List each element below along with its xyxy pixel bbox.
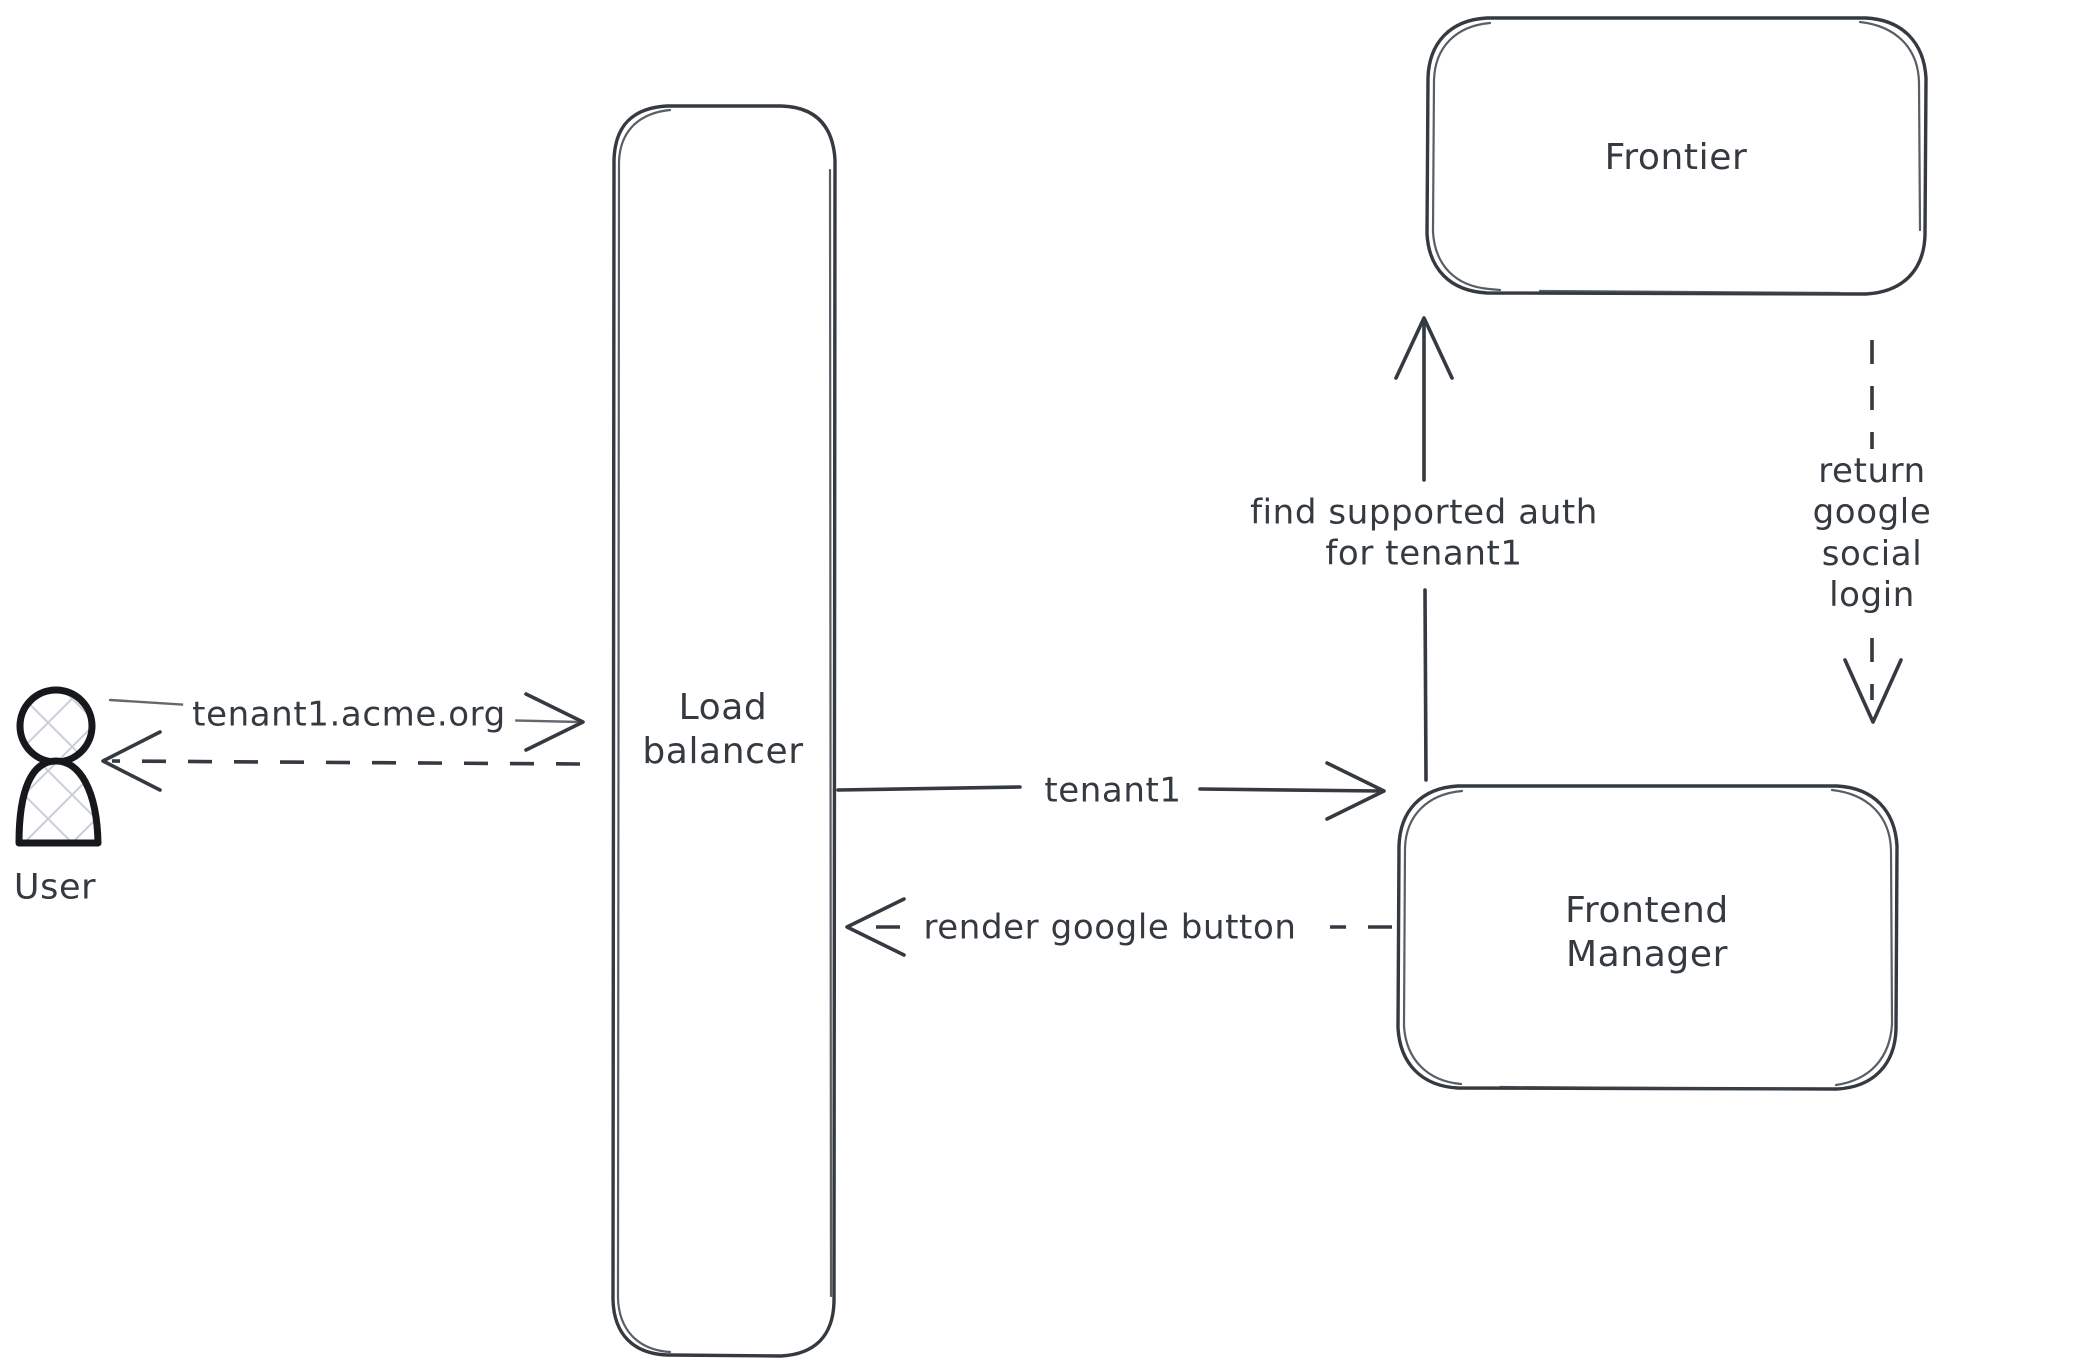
edge-label-render-google-button: render google button (914, 905, 1306, 951)
node-load-balancer-label: Load balancer (642, 687, 804, 772)
actor-user[interactable] (15, 686, 102, 847)
edge-label-find-supported-auth: find supported auth for tenant1 (1241, 490, 1607, 578)
edge-fm-to-lb[interactable] (845, 897, 1392, 957)
node-load-balancer[interactable] (611, 104, 837, 1358)
edge-label-tenant1-acme-org: tenant1.acme.org (183, 692, 515, 738)
edge-lb-to-user[interactable] (101, 730, 581, 792)
node-frontier[interactable] (1425, 16, 1928, 296)
node-frontend-manager[interactable] (1396, 784, 1899, 1091)
node-frontier-label: Frontier (1604, 137, 1748, 179)
node-frontend-manager-label: Frontend Manager (1565, 890, 1729, 975)
edge-fm-to-frontier[interactable] (1394, 316, 1454, 782)
actor-user-label: User (13, 867, 97, 908)
edge-lb-to-fm[interactable] (836, 761, 1386, 821)
edge-label-tenant1: tenant1 (1035, 768, 1191, 814)
edge-label-return-google-social-login: return google social login (1766, 449, 1978, 619)
